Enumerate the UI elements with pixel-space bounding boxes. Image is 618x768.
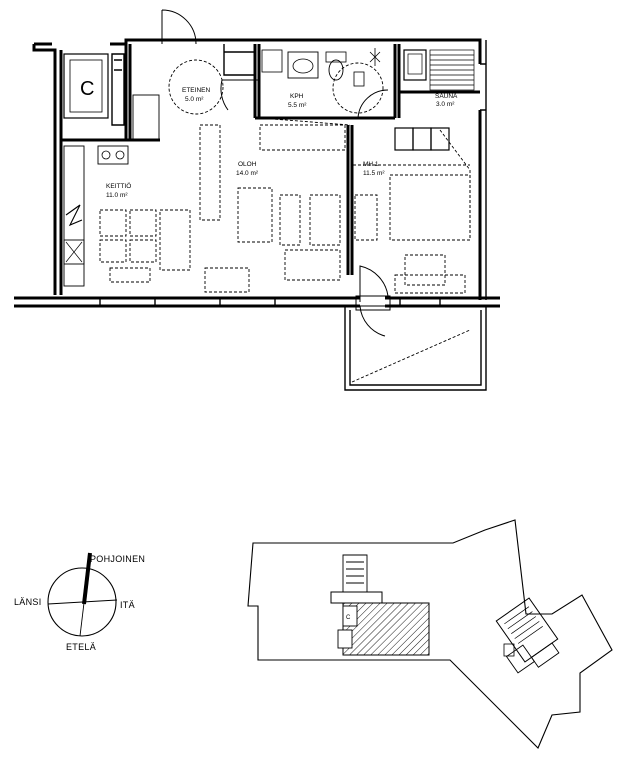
outer-wall-left (32, 44, 63, 295)
toilet-icon (328, 59, 344, 81)
sauna-stove-icon (403, 49, 427, 81)
closet-outline (63, 53, 109, 119)
ceiling-lines (259, 117, 470, 166)
site-closet-symbol: C (346, 615, 351, 621)
closet-symbol: C (80, 78, 94, 100)
building-b (495, 597, 560, 674)
kitchen-counter (63, 145, 85, 287)
sauna-bench (429, 49, 475, 91)
balcony-door-frame (355, 295, 391, 311)
wall-entry-closet (223, 44, 255, 76)
shower-icon (369, 48, 381, 66)
compass-east: ITÄ (120, 600, 135, 610)
bedroom-furniture (354, 129, 471, 294)
compass-circle (47, 567, 117, 637)
kitchen-furniture (99, 209, 191, 283)
kitchen-sink (97, 145, 129, 165)
stove-cross-icon (65, 241, 83, 263)
compass-north-arrow-icon (82, 552, 92, 605)
room-name-bedroom: MH 1 (363, 161, 379, 168)
balcony-door-swing-top (359, 265, 389, 302)
room-area-living: 14.0 m² (236, 170, 259, 177)
room-area-kitchen: 11.0 m² (106, 192, 128, 199)
entrance-inner-door-swing (220, 79, 258, 111)
room-area-bathroom: 5.5 m² (288, 102, 307, 109)
outer-wall-bottom (14, 296, 500, 308)
outer-wall-right (480, 40, 487, 300)
site-room-a (337, 629, 353, 649)
apartment-plan: C (14, 9, 500, 391)
wall-bedroom-left (346, 125, 354, 275)
sink-bowl-icon (115, 150, 125, 160)
bathroom-cabinet (261, 49, 283, 73)
site-closet-a (342, 605, 358, 627)
balcony-glazing (351, 329, 471, 383)
balcony-outline (344, 306, 487, 391)
stairwell-a (342, 554, 368, 593)
compass-north: POHJOINEN (90, 554, 145, 564)
room-name-bathroom: KPH (290, 93, 304, 100)
room-area-sauna: 3.0 m² (436, 101, 455, 108)
stove-hood-icon (65, 204, 83, 227)
corridor-a (330, 591, 383, 604)
bathroom-door-swing (357, 89, 389, 119)
compass-south: ETELÄ (66, 642, 96, 652)
kitchen-cabinet (132, 94, 160, 140)
sink-icon (292, 58, 314, 74)
sauna-stove-inner (407, 53, 423, 75)
wall-entrance-kitchen (124, 44, 132, 140)
washer-icon (353, 71, 365, 87)
compass-west: LÄNSI (14, 597, 42, 607)
entrance-door-swing (161, 9, 197, 45)
compass-rose: POHJOINEN LÄNSI ITÄ ETELÄ (14, 552, 145, 652)
sink-bowl-icon (101, 150, 111, 160)
bathroom-sink (287, 51, 319, 79)
window-strip-bottom (99, 298, 441, 306)
toilet-tank-icon (325, 51, 347, 63)
room-name-entrance: ETEINEN (182, 87, 210, 94)
stove-icon (63, 239, 85, 265)
wall-bathroom-left (253, 44, 261, 118)
closet-inner (69, 59, 103, 113)
room-area-bedroom: 11.5 m² (363, 170, 385, 177)
site-room-b (503, 643, 515, 657)
wall-sauna (393, 44, 480, 118)
entry-wardrobe (111, 53, 125, 126)
room-area-entrance: 5.0 m² (185, 96, 204, 103)
turning-circle-bathroom (332, 62, 384, 114)
room-name-living: OLOH (238, 161, 257, 168)
outer-wall-top (34, 38, 482, 300)
site-plan: C (247, 519, 613, 749)
living-furniture (199, 124, 346, 293)
laundry-cabinets (394, 127, 450, 151)
site-boundary (247, 519, 613, 749)
turning-circle-entrance (168, 59, 224, 115)
room-name-kitchen: KEITTIÖ (106, 182, 131, 190)
highlighted-apartment (342, 602, 430, 656)
room-name-sauna: SAUNA (435, 93, 458, 100)
